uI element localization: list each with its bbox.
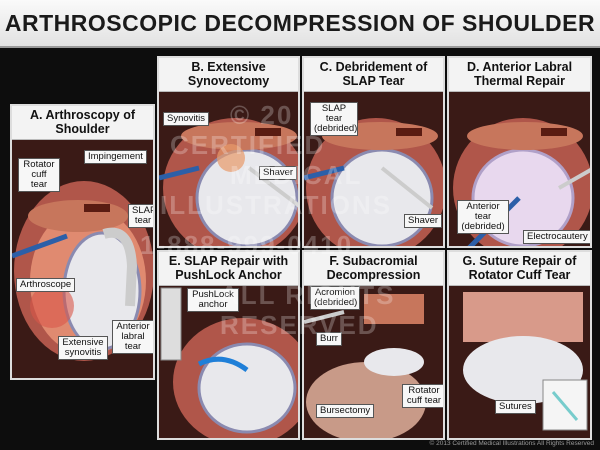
callout-arthroscope: Arthroscope bbox=[16, 278, 76, 292]
callout-slap-tear: SLAP tear bbox=[128, 204, 153, 228]
callout-electrocautery: Electrocautery bbox=[523, 230, 590, 244]
panel-c-label: C. Debridement of SLAP Tear bbox=[304, 58, 443, 92]
callout-pushlock-anchor: PushLock anchor bbox=[187, 288, 239, 312]
panel-d-label: D. Anterior Labral Thermal Repair bbox=[449, 58, 590, 92]
callout-burr: Burr bbox=[316, 332, 342, 346]
panel-g: G. Suture Repair of Rotator Cuff Tear Su… bbox=[447, 250, 592, 440]
panel-a: A. Arthroscopy of Shoulder Rotator cuff … bbox=[10, 104, 155, 380]
callout-impingement: Impingement bbox=[84, 150, 147, 164]
page-title: ARTHROSCOPIC DECOMPRESSION OF SHOULDER bbox=[4, 9, 596, 36]
panel-b: B. Extensive Synovectomy Synovitis Shave… bbox=[157, 56, 300, 248]
title-bar: ARTHROSCOPIC DECOMPRESSION OF SHOULDER bbox=[0, 0, 600, 48]
callout-shaver: Shaver bbox=[404, 214, 443, 228]
callout-rotator-cuff-tear: Rotator cuff tear bbox=[18, 158, 60, 192]
panel-c: C. Debridement of SLAP Tear SLAP tear (d… bbox=[302, 56, 445, 248]
panel-a-label: A. Arthroscopy of Shoulder bbox=[12, 106, 153, 140]
callout-anterior-tear-debrided: Anterior tear (debrided) bbox=[457, 200, 509, 234]
panel-e: E. SLAP Repair with PushLock Anchor Push… bbox=[157, 250, 300, 440]
callout-shaver: Shaver bbox=[259, 166, 298, 180]
callout-acromion-debrided: Acromion (debrided) bbox=[310, 286, 360, 310]
callout-sutures: Sutures bbox=[495, 400, 536, 414]
panel-b-label: B. Extensive Synovectomy bbox=[159, 58, 298, 92]
callout-rotator-cuff-tear: Rotator cuff tear bbox=[402, 384, 443, 408]
callout-bursectomy: Bursectomy bbox=[316, 404, 375, 418]
panel-e-label: E. SLAP Repair with PushLock Anchor bbox=[159, 252, 298, 286]
panel-f: F. Subacromial Decompression Acromion (d… bbox=[302, 250, 445, 440]
panel-f-label: F. Subacromial Decompression bbox=[304, 252, 443, 286]
panel-g-label: G. Suture Repair of Rotator Cuff Tear bbox=[449, 252, 590, 286]
callout-extensive-synovitis: Extensive synovitis bbox=[58, 336, 108, 360]
callout-synovitis: Synovitis bbox=[163, 112, 210, 126]
callout-anterior-labral-tear: Anterior labral tear bbox=[112, 320, 153, 354]
callout-slap-tear-debrided: SLAP tear (debrided) bbox=[310, 102, 358, 136]
panel-d: D. Anterior Labral Thermal Repair Anteri… bbox=[447, 56, 592, 248]
copyright-text: © 2013 Certified Medical Illustrations A… bbox=[429, 440, 594, 447]
